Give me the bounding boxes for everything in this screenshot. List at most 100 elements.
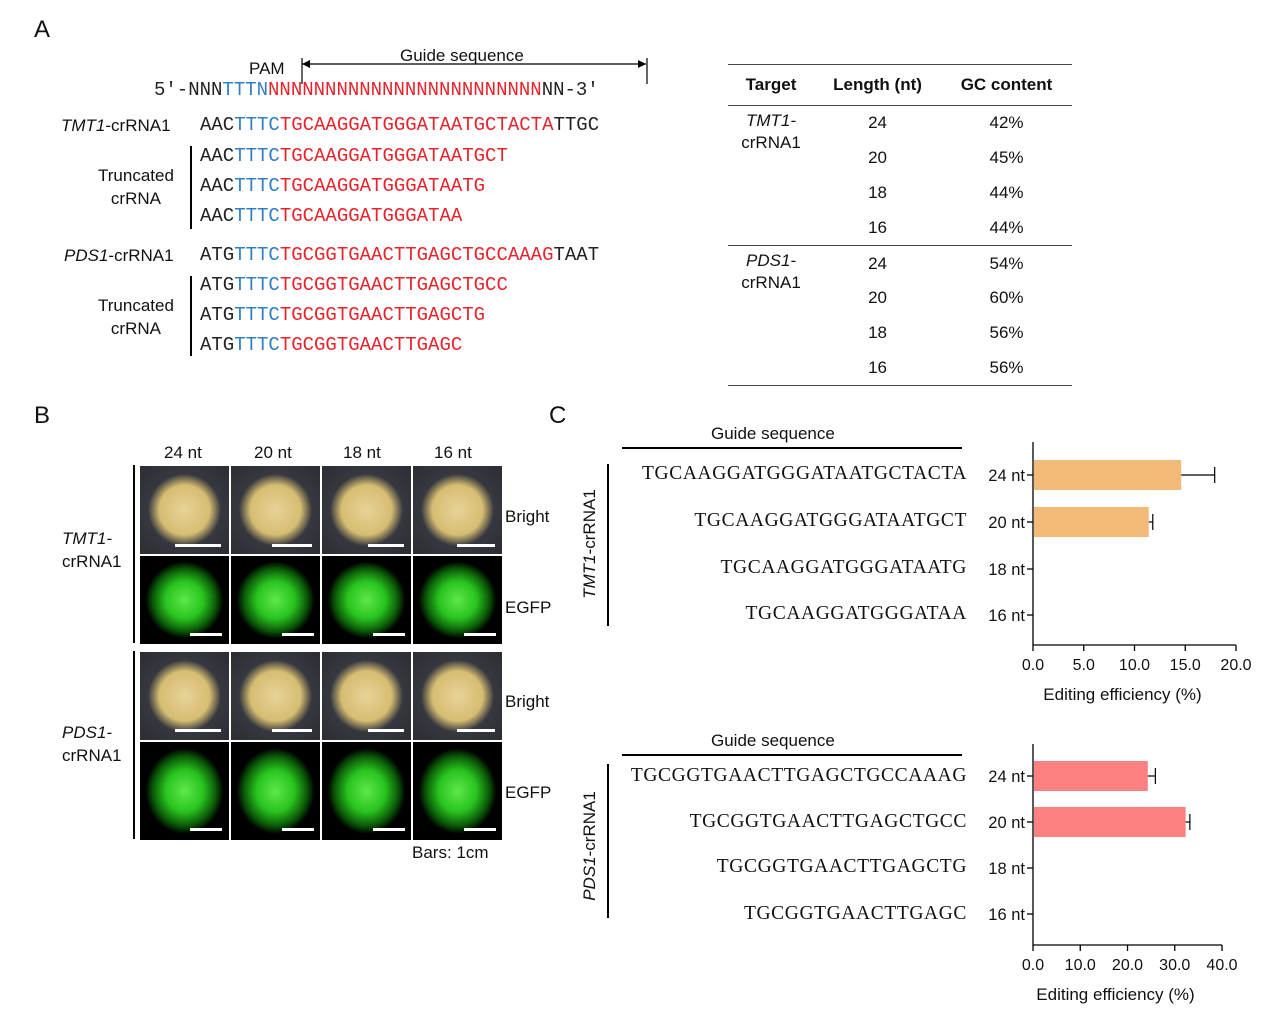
truncated-bracket-1 — [190, 146, 192, 229]
pds1-seq-row: ATGTTTCTGCGGTGAACTTGAGCTGCC — [200, 274, 508, 296]
scale-bar — [464, 828, 496, 831]
photo-pds1-20nt-bright — [230, 651, 321, 741]
guide-sequence-rule-bottom — [622, 754, 962, 756]
photo-pds1-24nt-egfp — [139, 741, 230, 841]
scale-bar — [175, 544, 221, 547]
scale-bar — [373, 633, 405, 636]
photo-tmt1-18nt-egfp — [321, 555, 412, 645]
scale-bar — [464, 633, 496, 636]
photo-tmt1-16nt-egfp — [412, 555, 503, 645]
table-header: Length (nt) — [833, 75, 922, 94]
x-tick-label: 0.0 — [1022, 657, 1044, 674]
gc-content-table: Target Length (nt) GC content TMT1-crRNA… — [728, 64, 1072, 386]
x-tick-label: 10.0 — [1065, 957, 1096, 974]
pds1-guide-seq: TGCGGTGAACTTGAGC — [743, 903, 967, 924]
x-tick-label: 20.0 — [1112, 957, 1143, 974]
photo-tmt1-24nt-bright — [139, 465, 230, 555]
photo-pds1-18nt-bright — [321, 651, 412, 741]
category-label: 18 nt — [988, 561, 1025, 579]
scale-bar — [175, 729, 221, 732]
category-label: 18 nt — [988, 860, 1025, 878]
guide-sequence-header-top: Guide sequence — [711, 424, 835, 443]
category-label: 20 nt — [988, 814, 1025, 832]
scale-bar — [373, 828, 405, 831]
tmt1-guide-seq: TGCAAGGATGGGATAA — [745, 603, 967, 624]
template-right: NN-3′ — [541, 79, 599, 101]
template-sequence: 5′-NNNTTTNNNNNNNNNNNNNNNNNNNNNNNNNNN-3′ — [154, 79, 599, 101]
tmt1-seq-row: AACTTTCTGCAAGGATGGGATAA — [200, 205, 463, 227]
table-target: TMT1-crRNA1 — [741, 111, 801, 152]
column-label-20nt: 20 nt — [254, 443, 292, 462]
pds1-group-label: PDS1-crRNA1 — [62, 723, 122, 765]
x-tick-label: 5.0 — [1073, 657, 1095, 674]
x-tick-label: 40.0 — [1206, 957, 1237, 974]
tmt1-crrna1-label: TMT1-crRNA1 — [61, 116, 171, 135]
photo-pds1-16nt-egfp — [412, 741, 503, 841]
pds1-guide-seq: TGCGGTGAACTTGAGCTG — [716, 856, 967, 877]
photo-tmt1-16nt-bright — [412, 465, 503, 555]
x-tick-label: 15.0 — [1170, 657, 1201, 674]
guide-sequence-label: Guide sequence — [400, 46, 524, 65]
photo-pds1-24nt-bright — [139, 651, 230, 741]
truncated-bracket-2 — [190, 276, 192, 356]
x-tick-label: 10.0 — [1119, 657, 1150, 674]
scale-bar — [457, 729, 495, 732]
category-label: 24 nt — [988, 768, 1025, 786]
panel-letter-b: B — [34, 402, 51, 429]
pds1-vertical-label: PDS1-crRNA1 — [580, 791, 599, 901]
bar — [1034, 507, 1149, 537]
x-tick-label: 20.0 — [1220, 657, 1251, 674]
pds1-seq-row: ATGTTTCTGCGGTGAACTTGAGC — [200, 334, 463, 356]
tmt1-seq-row: AACTTTCTGCAAGGATGGGATAATGCT — [200, 145, 508, 167]
scale-bar-caption: Bars: 1cm — [412, 843, 489, 862]
scale-bar — [190, 828, 222, 831]
pds1-crrna1-label: PDS1-crRNA1 — [64, 246, 174, 265]
category-label: 20 nt — [988, 514, 1025, 532]
scale-bar — [368, 729, 404, 732]
guide-sequence-header-bottom: Guide sequence — [711, 731, 835, 750]
scale-bar — [282, 828, 314, 831]
pds1-group-bracket — [133, 651, 135, 839]
pds1-group-vline — [607, 764, 609, 918]
tmt1-group-bracket — [133, 465, 135, 643]
photo-tmt1-20nt-bright — [230, 465, 321, 555]
tmt1-guide-seq: TGCAAGGATGGGATAATGCT — [694, 510, 967, 531]
bar — [1034, 460, 1182, 490]
photo-tmt1-20nt-egfp — [230, 555, 321, 645]
guide-span-arrow — [301, 58, 648, 84]
scale-bar — [457, 544, 495, 547]
tmt1-seq-row: AACTTTCTGCAAGGATGGGATAATG — [200, 175, 486, 197]
category-label: 16 nt — [988, 906, 1025, 924]
table-header: Target — [745, 75, 797, 94]
pam-label: PAM — [249, 59, 285, 78]
scale-bar — [368, 544, 404, 547]
column-label-18nt: 18 nt — [343, 443, 381, 462]
guide-sequence-rule-top — [622, 447, 962, 449]
tmt1-guide-seq: TGCAAGGATGGGATAATG — [720, 557, 967, 578]
pds1-guide-seq: TGCGGTGAACTTGAGCTGCC — [689, 811, 967, 832]
tmt1-group-label: TMT1-crRNA1 — [62, 529, 122, 571]
pds1-seq-row: ATGTTTCTGCGGTGAACTTGAGCTGCCAAAGTAAT — [200, 244, 600, 266]
row-label-bright: Bright — [505, 692, 550, 711]
category-label: 16 nt — [988, 607, 1025, 625]
category-label: 24 nt — [988, 467, 1025, 485]
template-left: 5′-NNN — [154, 79, 223, 101]
photo-tmt1-24nt-egfp — [139, 555, 230, 645]
template-pam: TTTN — [222, 79, 269, 101]
pds1-seq-row: ATGTTTCTGCGGTGAACTTGAGCTG — [200, 304, 486, 326]
bar — [1034, 761, 1148, 791]
tmt1-vertical-label: TMT1-crRNA1 — [580, 489, 599, 599]
bar — [1034, 807, 1186, 837]
pds1-guide-seq: TGCGGTGAACTTGAGCTGCCAAAG — [630, 765, 967, 786]
x-axis-label: Editing efficiency (%) — [1043, 685, 1201, 704]
